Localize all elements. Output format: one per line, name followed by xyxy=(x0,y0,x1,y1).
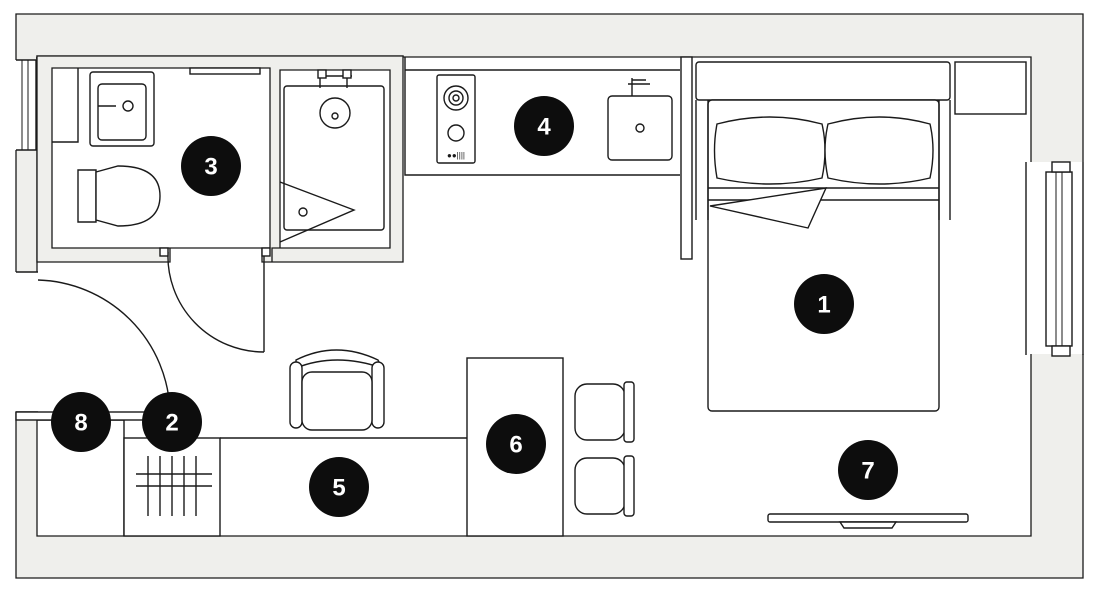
svg-text:●●||||: ●●|||| xyxy=(447,151,465,160)
cooktop-icon: ●●|||| xyxy=(436,74,476,164)
kitchen-counter: ●●|||| xyxy=(404,57,680,176)
room-markers: 1 2 3 4 5 6 7 8 xyxy=(51,96,898,517)
marker-8: 8 xyxy=(51,392,111,452)
marker-5: 5 xyxy=(309,457,369,517)
kitchen-sink-icon xyxy=(607,78,673,161)
marker-circle xyxy=(51,392,111,452)
tv-icon xyxy=(767,513,969,529)
marker-7: 7 xyxy=(838,440,898,500)
marker-circle xyxy=(514,96,574,156)
marker-label: 5 xyxy=(332,475,345,502)
shower-tray-icon xyxy=(279,69,385,243)
marker-label: 3 xyxy=(204,154,217,181)
radiator-icon xyxy=(136,456,212,516)
chair-icon xyxy=(574,455,635,517)
right-window-icon xyxy=(1025,161,1086,357)
bathroom-door-icon xyxy=(159,247,271,353)
marker-6: 6 xyxy=(486,414,546,474)
towel-rail-icon xyxy=(189,67,261,75)
bed-icon xyxy=(695,61,951,412)
marker-label: 6 xyxy=(509,432,522,459)
marker-circle xyxy=(838,440,898,500)
marker-label: 8 xyxy=(74,410,87,437)
entrance-door-swing-icon xyxy=(37,279,171,413)
marker-2: 2 xyxy=(142,392,202,452)
marker-circle xyxy=(181,136,241,196)
marker-circle xyxy=(794,274,854,334)
bathroom-sink-icon xyxy=(89,71,155,147)
marker-1: 1 xyxy=(794,274,854,334)
marker-label: 7 xyxy=(861,458,874,485)
marker-circle xyxy=(309,457,369,517)
left-window-icon xyxy=(14,57,79,151)
marker-circle xyxy=(142,392,202,452)
toilet-icon xyxy=(77,165,161,227)
marker-4: 4 xyxy=(514,96,574,156)
marker-label: 2 xyxy=(165,410,178,437)
door-opening xyxy=(14,272,38,412)
partition-post xyxy=(680,56,693,260)
armchair-icon xyxy=(289,349,385,431)
marker-3: 3 xyxy=(181,136,241,196)
marker-label: 1 xyxy=(817,292,830,319)
marker-label: 4 xyxy=(537,114,551,141)
pillow-icon xyxy=(824,116,934,185)
marker-circle xyxy=(486,414,546,474)
nightstand xyxy=(954,61,1027,115)
pillow-icon xyxy=(713,116,826,185)
chair-icon xyxy=(574,381,635,443)
